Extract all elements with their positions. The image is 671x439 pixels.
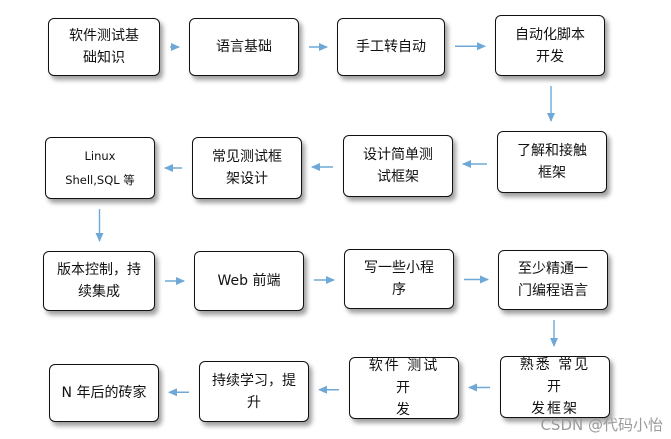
node-label: Web 前端 (217, 273, 281, 289)
node-label: 自动化脚本 开发 (515, 26, 585, 65)
node-label: 写一些小程 序 (364, 260, 434, 298)
node-software-testing-basics: 软件测试基 础知识 (48, 18, 160, 76)
node-label: 语言基础 (216, 39, 272, 55)
node-label: 设计简单测 试框架 (363, 147, 433, 185)
node-label: 版本控制，持 续集成 (57, 262, 141, 300)
node-label: Linux Shell,SQL 等 (65, 149, 135, 187)
node-expert-after-n-years: N 年后的砖家 (49, 364, 159, 422)
node-common-dev-frameworks: 熟悉 常见 开 发框架 (500, 356, 610, 418)
node-label: 了解和接触 框架 (517, 143, 587, 181)
node-label: 常见测试框 架设计 (212, 149, 282, 187)
node-common-test-framework-design: 常见测试框 架设计 (192, 137, 302, 199)
node-continuous-learning: 持续学习，提 升 (199, 361, 309, 422)
node-label: 至少精通一 门编程语言 (518, 261, 588, 299)
node-automation-script-dev: 自动化脚本 开发 (495, 15, 605, 76)
node-linux-shell-sql: Linux Shell,SQL 等 (45, 137, 155, 199)
node-design-simple-test-framework: 设计简单测 试框架 (343, 135, 453, 197)
node-label: 软件 测试 开 发 (368, 358, 440, 418)
node-label: 熟悉 常见 开 发框架 (519, 357, 591, 417)
node-label: 手工转自动 (356, 39, 426, 55)
node-manual-to-automation: 手工转自动 (337, 18, 445, 76)
node-label: 持续学习，提 升 (212, 372, 296, 411)
node-language-basics: 语言基础 (189, 18, 299, 76)
node-master-programming-language: 至少精通一 门编程语言 (498, 250, 608, 310)
node-label: N 年后的砖家 (61, 385, 147, 401)
node-write-small-programs: 写一些小程 序 (344, 249, 454, 309)
node-learn-frameworks: 了解和接触 框架 (497, 131, 607, 193)
node-label: 软件测试基 础知识 (69, 28, 139, 66)
node-software-test-development: 软件 测试 开 发 (349, 357, 459, 419)
node-version-control-ci: 版本控制，持 续集成 (43, 251, 155, 311)
node-web-frontend: Web 前端 (194, 251, 304, 311)
watermark: CSDN @代码小怡 (540, 416, 663, 434)
